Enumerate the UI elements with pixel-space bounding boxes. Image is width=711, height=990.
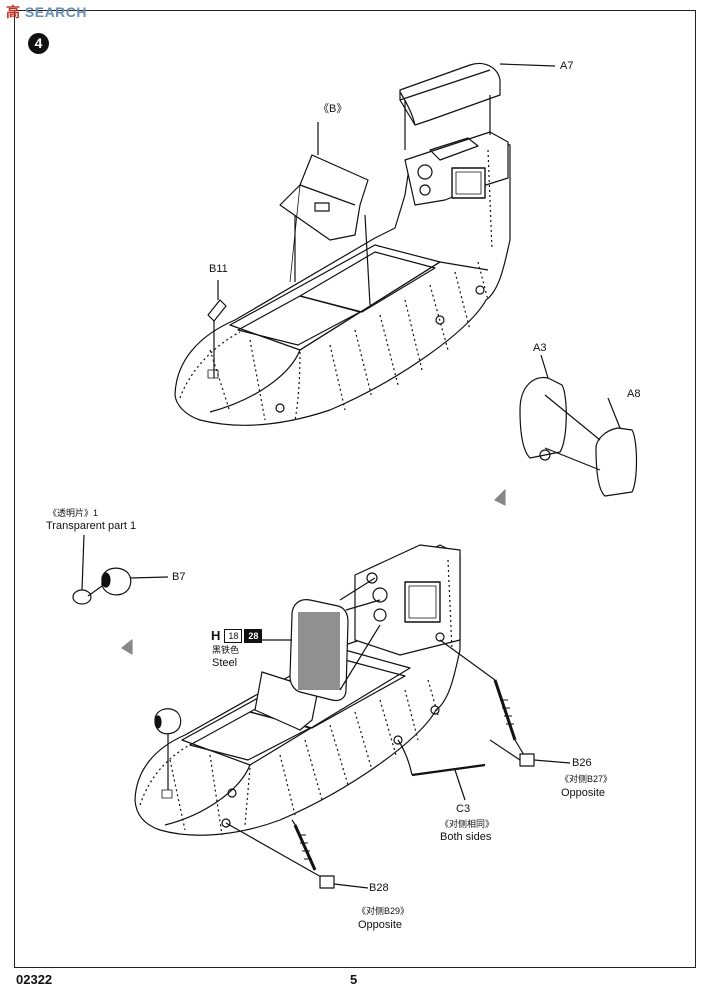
- page-border: [14, 10, 696, 968]
- label-c3-en: Both sides: [440, 831, 492, 843]
- paint-code-28: 28: [244, 628, 263, 643]
- label-b28-cn: 《对侧B29》: [357, 906, 410, 916]
- label-b26-cn: 《对侧B27》: [560, 774, 613, 784]
- part-a7-cover: [399, 62, 556, 150]
- label-paint-en: Steel: [212, 657, 238, 669]
- label-c3-cn: 《对侧相同》: [440, 819, 495, 829]
- label-c3: C3: [456, 803, 471, 815]
- part-a3-a8: [519, 354, 638, 497]
- part-b11: [207, 280, 227, 379]
- label-transparent-en: Transparent part 1: [46, 520, 137, 532]
- footer-page-number: 5: [350, 972, 358, 987]
- label-b7: B7: [172, 571, 186, 583]
- label-b28-en: Opposite: [358, 919, 403, 931]
- part-b-seat: [279, 122, 371, 306]
- label-b26-en: Opposite: [561, 787, 606, 799]
- label-paint-cn: 黑铁色: [212, 645, 240, 655]
- label-a7: A7: [560, 60, 574, 72]
- paint-letter: H: [211, 628, 221, 643]
- footer-kit-code: 02322: [16, 972, 53, 987]
- headlight-parts: [72, 534, 182, 790]
- label-b11: B11: [209, 263, 228, 275]
- strut-b26: [439, 639, 571, 767]
- direction-arrow-top: [494, 489, 506, 506]
- label-b: 《B》: [318, 103, 348, 115]
- site-watermark: 高 SEARCH: [6, 4, 88, 20]
- strut-b28: [225, 819, 369, 889]
- radiator-part: [255, 577, 381, 702]
- label-b26: B26: [572, 757, 592, 769]
- direction-arrow-bottom: [121, 639, 133, 655]
- rod-c3: [397, 739, 486, 801]
- paint-callout: H 18 28: [211, 628, 263, 643]
- label-b28: B28: [369, 882, 389, 894]
- hull-top-drawing: [174, 131, 511, 426]
- label-a3: A3: [533, 342, 547, 354]
- paint-code-18: 18: [224, 628, 243, 643]
- label-a8: A8: [627, 388, 641, 400]
- label-transparent-cn: 《透明片》1: [48, 508, 99, 518]
- step-number-badge: 4: [28, 33, 49, 54]
